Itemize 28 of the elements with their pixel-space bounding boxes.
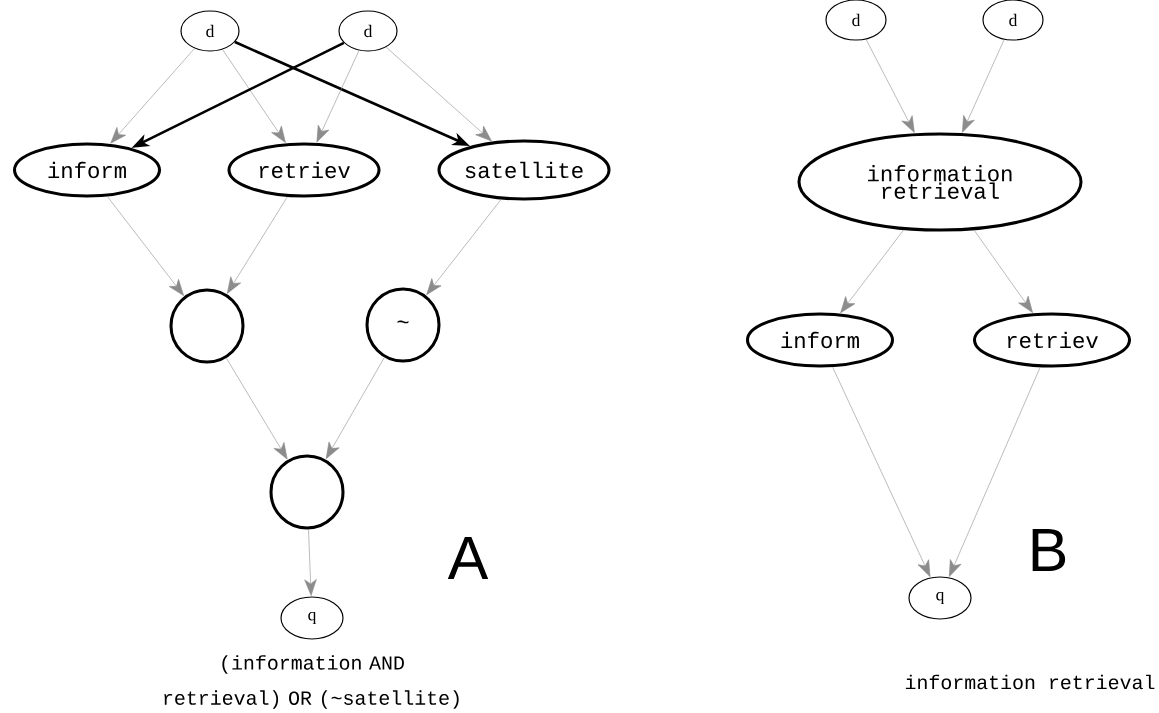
query-node: q <box>908 576 972 620</box>
document-node: d <box>180 10 240 52</box>
arrow <box>304 529 317 596</box>
document-node: d <box>825 0 887 41</box>
query-caption: (information AND retrieval) OR (~satellite) <box>164 655 459 709</box>
document-node: d <box>338 10 398 52</box>
operator-circle <box>269 454 345 530</box>
arrow <box>385 46 492 142</box>
arrow <box>840 229 904 314</box>
arrow <box>949 366 1041 577</box>
document-node: d <box>982 0 1044 41</box>
panel-letter: B <box>1032 529 1066 571</box>
arrow <box>107 196 184 296</box>
arrow <box>973 229 1033 313</box>
arrow <box>832 366 931 577</box>
arrow <box>316 50 360 143</box>
arrow <box>222 49 286 143</box>
arrow <box>110 48 195 144</box>
arrow <box>962 39 1005 133</box>
arrow <box>226 357 288 460</box>
arrow <box>226 196 288 294</box>
panel-letter: A <box>447 537 489 579</box>
arrow <box>325 357 385 460</box>
query-node: q <box>280 596 344 640</box>
operator-circle <box>169 288 245 364</box>
query-caption: information retrieval <box>905 674 1155 690</box>
arrow <box>865 39 915 133</box>
arrow <box>426 199 502 296</box>
